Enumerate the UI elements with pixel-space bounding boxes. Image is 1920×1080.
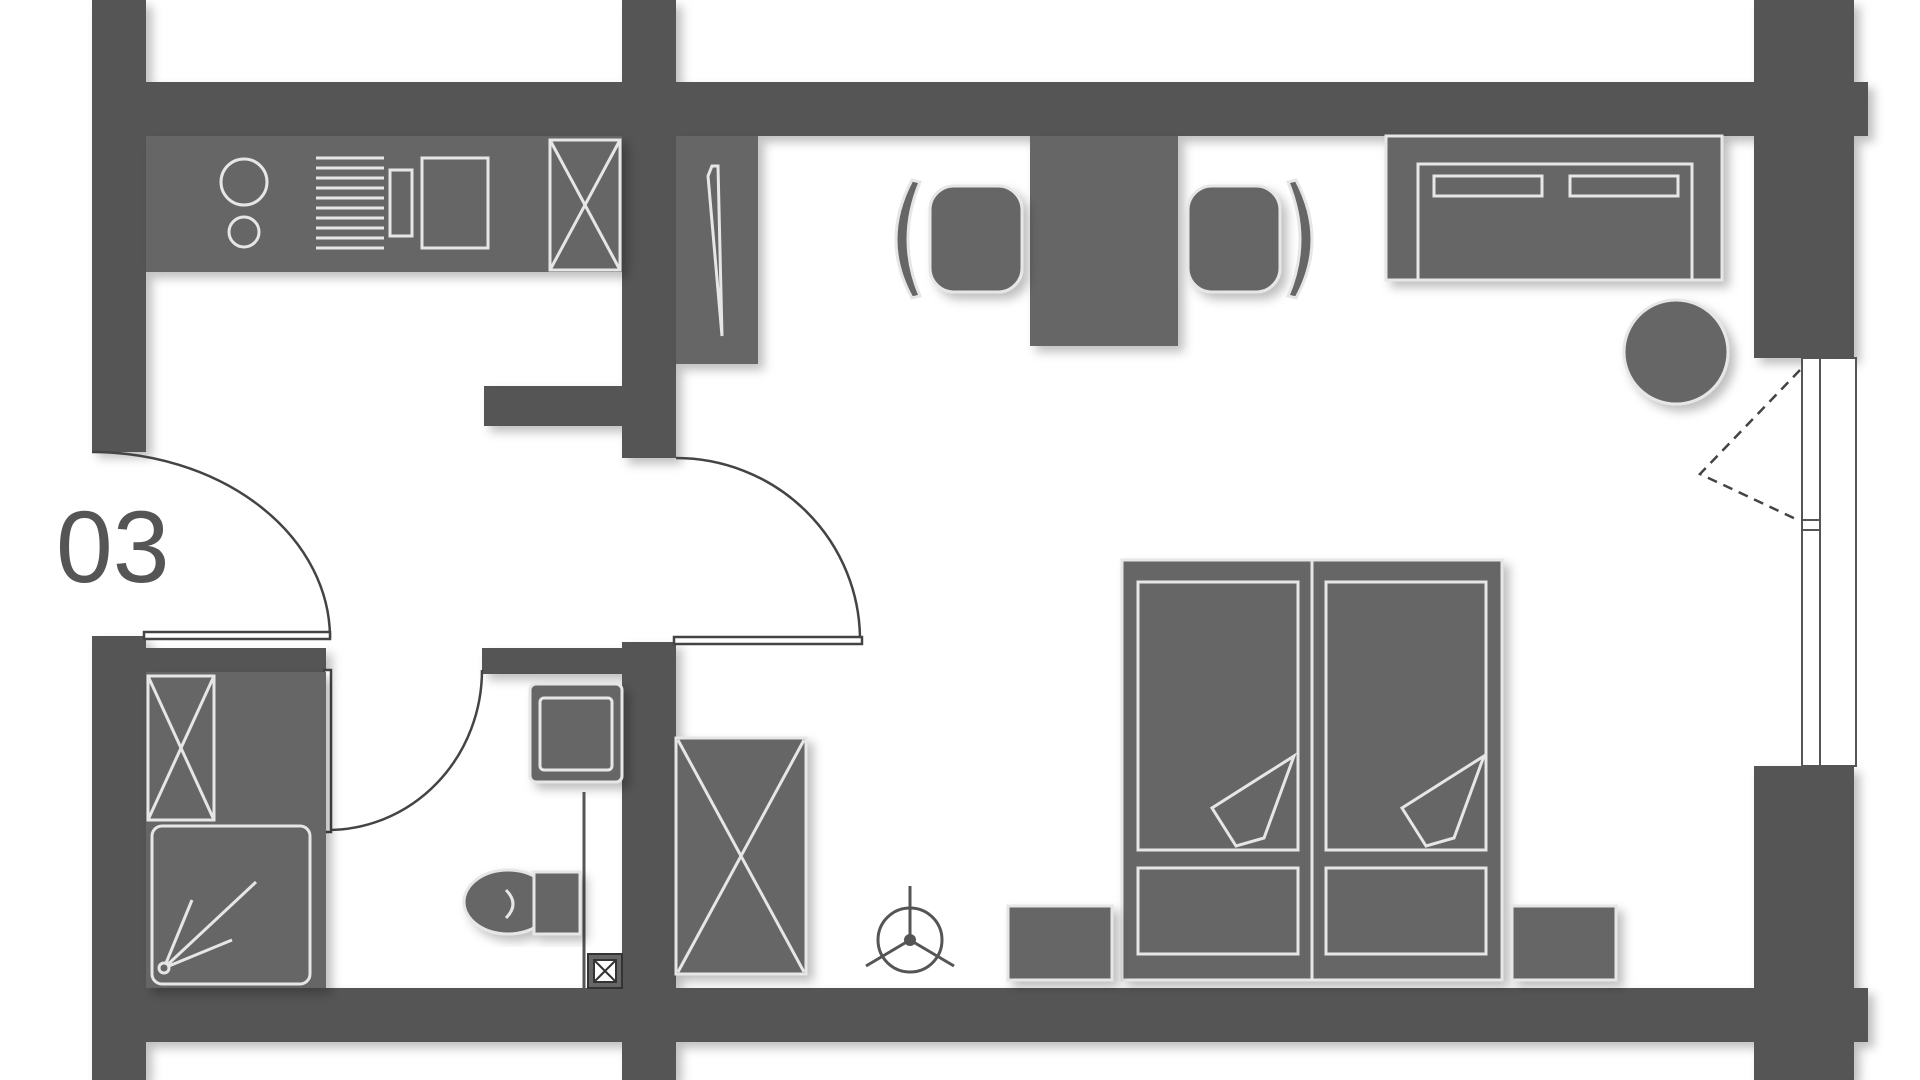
sink-basin-icon (420, 156, 490, 250)
chair-left-back (894, 178, 923, 300)
wardrobe-living (674, 736, 808, 976)
wall-stub-bath (482, 648, 624, 674)
burner-small (227, 215, 261, 249)
walls (92, 0, 1868, 1080)
round-table (1622, 298, 1730, 406)
door-living-swing (675, 456, 862, 641)
sideboard-drawer (1432, 174, 1544, 198)
sideboard-drawer (1568, 174, 1680, 198)
shaft-icon (587, 953, 623, 989)
wall-stub-hall (484, 386, 624, 426)
toilet-icon (462, 868, 582, 936)
sideboard (1384, 134, 1724, 282)
blanket-fold-left (1209, 752, 1297, 848)
wall-left-upper (92, 0, 146, 452)
wardrobe-tall (676, 136, 758, 364)
window-frame (1819, 357, 1857, 767)
window-right (1801, 357, 1857, 767)
chair-left (928, 184, 1024, 294)
ceiling-fan-icon (865, 886, 955, 974)
unit-number: 03 (56, 490, 169, 604)
kitchen (146, 136, 622, 272)
door-bath-swing (327, 669, 484, 832)
washbasin (528, 682, 624, 784)
door-entrance-leaf (142, 630, 332, 641)
cooktop-icon (219, 157, 269, 249)
cabinet-icon (146, 674, 216, 822)
wall-top (92, 82, 1868, 136)
wall-right-lower (1754, 766, 1854, 1080)
dining-area (894, 136, 1314, 346)
doors (91, 369, 1801, 834)
nightstand-right (1510, 904, 1618, 982)
shower-spray-icon (157, 880, 258, 975)
door-living-leaf (672, 635, 864, 646)
burner-large (219, 157, 269, 207)
chair-right-back (1285, 178, 1314, 300)
sink-faucet (388, 168, 414, 238)
door-window-swing (1697, 369, 1801, 522)
wall-divider-upper (622, 0, 676, 458)
window-frame (1801, 357, 1821, 767)
pillow-right (1324, 866, 1488, 956)
wall-left-lower (92, 636, 146, 1080)
double-bed (1120, 558, 1504, 982)
mattress-right (1324, 580, 1488, 852)
pillow-left (1136, 866, 1300, 956)
nightstand-left (1006, 904, 1114, 982)
washroom (146, 672, 624, 990)
wall-divider-lower (622, 642, 676, 1080)
dining-table (1030, 136, 1178, 346)
wall-bottom (92, 988, 1868, 1042)
chair-right (1186, 184, 1282, 294)
door-entrance-swing (91, 450, 332, 639)
blanket-fold-right (1399, 752, 1487, 848)
washbasin-bowl (538, 696, 614, 772)
fridge-icon (548, 138, 622, 272)
drainer-lines (316, 156, 384, 250)
mattress-left (1136, 580, 1300, 852)
wall-right-upper (1754, 0, 1854, 358)
wall-stub-shower-room (146, 648, 326, 672)
